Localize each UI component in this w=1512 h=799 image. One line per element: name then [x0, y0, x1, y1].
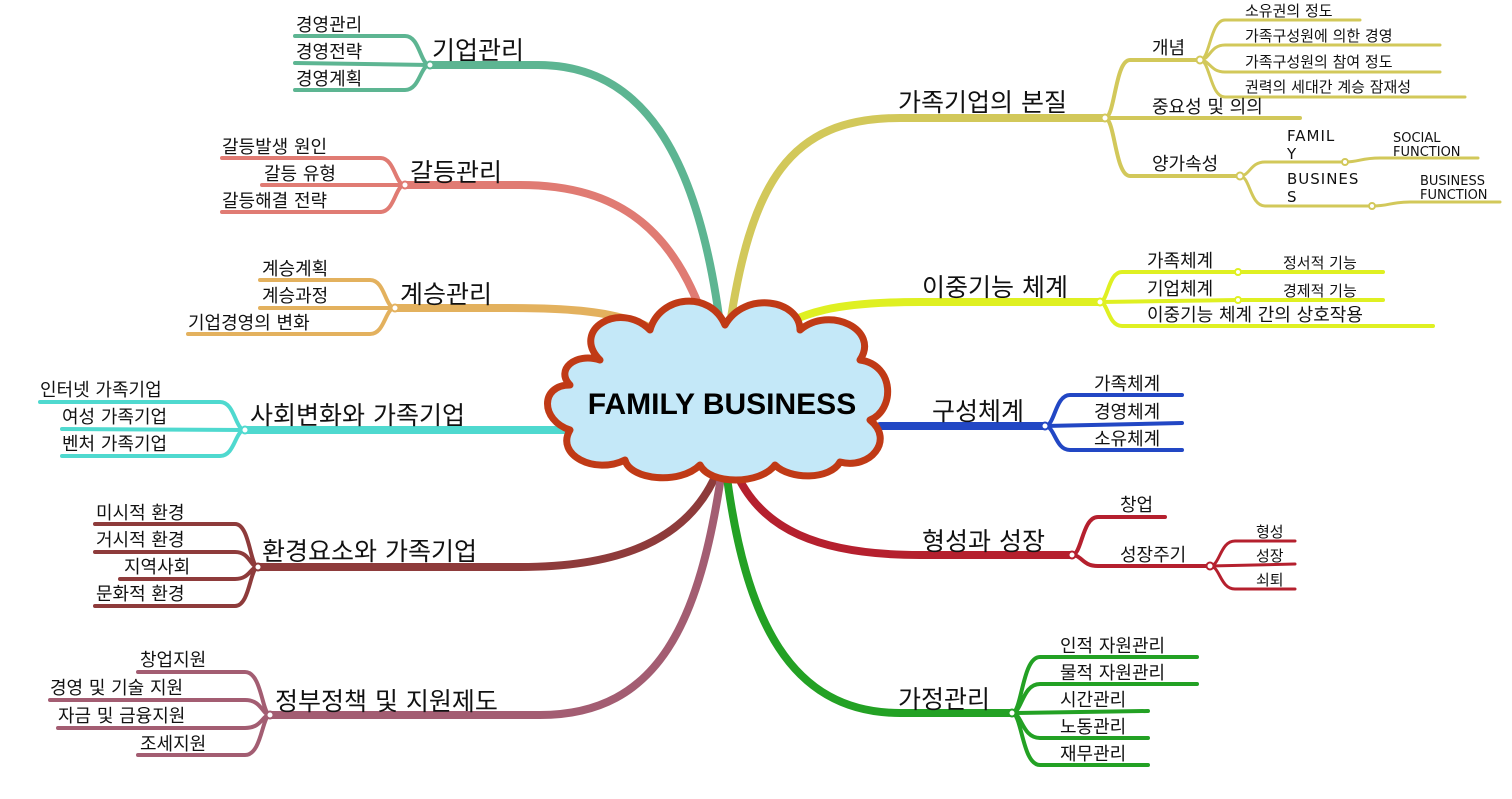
b2-child-0[interactable]: 갈등발생 원인 — [222, 137, 327, 158]
b8-sub-1[interactable]: 경제적 기능 — [1283, 282, 1357, 300]
b7-dual-0-sub-1[interactable]: FUNCTION — [1393, 145, 1461, 160]
branch-b1-label[interactable]: 기업관리 — [432, 36, 524, 65]
b2-child-2[interactable]: 갈등해결 전략 — [222, 191, 327, 212]
b2-child-1[interactable]: 갈등 유형 — [264, 164, 336, 185]
b10-sub-1[interactable]: 성장 — [1256, 547, 1284, 565]
branch-b2-label[interactable]: 갈등관리 — [410, 158, 502, 187]
b10-child-1[interactable]: 성장주기 — [1120, 545, 1186, 566]
center-label: FAMILY BUSINESS — [588, 388, 856, 421]
b8-child-2[interactable]: 이중기능 체계 간의 상호작용 — [1147, 305, 1363, 326]
b3-child-1[interactable]: 계승과정 — [262, 286, 328, 307]
b5-child-0[interactable]: 미시적 환경 — [96, 503, 185, 524]
b11-child-3[interactable]: 노동관리 — [1060, 717, 1126, 738]
b3-child-0[interactable]: 계승계획 — [262, 259, 328, 280]
b4-child-0[interactable]: 인터넷 가족기업 — [40, 380, 162, 401]
branch-b11-line — [722, 466, 1016, 717]
b1-child-1[interactable]: 경영전략 — [296, 42, 362, 63]
branch-b7-line — [724, 114, 1109, 342]
branch-b7-label[interactable]: 가족기업의 본질 — [898, 88, 1067, 117]
b10-child-0[interactable]: 창업 — [1120, 495, 1153, 516]
b8-child-1[interactable]: 기업체계 — [1147, 279, 1213, 300]
b7-dual-0-sub-0[interactable]: SOCIAL — [1393, 131, 1441, 146]
branch-b6-line — [266, 466, 726, 719]
b10-sub-2[interactable]: 쇠퇴 — [1256, 571, 1284, 589]
b7-child-1[interactable]: 중요성 및 의의 — [1152, 97, 1263, 118]
b11-child-2[interactable]: 시간관리 — [1060, 690, 1126, 711]
branch-b5-label[interactable]: 환경요소와 가족기업 — [262, 537, 477, 566]
b6-child-0[interactable]: 창업지원 — [140, 650, 206, 671]
b1-child-2[interactable]: 경영계획 — [296, 69, 362, 90]
b11-child-0[interactable]: 인적 자원관리 — [1060, 636, 1165, 657]
b5-child-2[interactable]: 지역사회 — [124, 557, 190, 578]
branch-b4-label[interactable]: 사회변화와 가족기업 — [250, 401, 465, 430]
b6-child-3[interactable]: 조세지원 — [140, 734, 206, 755]
b8-sub-0[interactable]: 정서적 기능 — [1283, 254, 1357, 272]
b7-concept-2[interactable]: 가족구성원의 참여 정도 — [1245, 53, 1393, 71]
b9-child-1[interactable]: 경영체계 — [1094, 402, 1160, 423]
branch-b8-label[interactable]: 이중기능 체계 — [922, 273, 1068, 302]
b9-child-0[interactable]: 가족체계 — [1094, 374, 1160, 395]
b5-child-3[interactable]: 문화적 환경 — [96, 584, 185, 605]
b7-dual-1-sub-1[interactable]: FUNCTION — [1420, 188, 1488, 203]
b7-concept-1[interactable]: 가족구성원에 의한 경영 — [1245, 27, 1393, 45]
b5-child-1[interactable]: 거시적 환경 — [96, 530, 185, 551]
b7-dual-1-line-0[interactable]: BUSINES — [1287, 170, 1359, 188]
branch-b11-label[interactable]: 가정관리 — [898, 685, 990, 714]
branch-b3-label[interactable]: 계승관리 — [400, 280, 492, 309]
b6-child-2[interactable]: 자금 및 금융지원 — [58, 706, 185, 727]
b6-child-1[interactable]: 경영 및 기술 지원 — [50, 678, 183, 699]
b11-child-4[interactable]: 재무관리 — [1060, 744, 1126, 765]
b1-child-0[interactable]: 경영관리 — [296, 15, 362, 36]
b7-child-2[interactable]: 양가속성 — [1152, 154, 1218, 175]
branch-b10-label[interactable]: 형성과 성장 — [922, 527, 1045, 556]
b11-child-1[interactable]: 물적 자원관리 — [1060, 663, 1165, 684]
b9-child-2[interactable]: 소유체계 — [1094, 429, 1160, 450]
b3-child-2[interactable]: 기업경영의 변화 — [188, 313, 310, 334]
branch-b5-line — [254, 466, 722, 571]
b7-concept-0[interactable]: 소유권의 정도 — [1245, 2, 1333, 20]
branch-b1-line — [426, 61, 726, 344]
b4-child-2[interactable]: 벤처 가족기업 — [62, 434, 167, 455]
b4-child-1[interactable]: 여성 가족기업 — [62, 407, 167, 428]
b8-child-0[interactable]: 가족체계 — [1147, 251, 1213, 272]
branch-b6-label[interactable]: 정부정책 및 지원제도 — [275, 687, 498, 716]
central-cloud[interactable]: FAMILY BUSINESS — [544, 297, 892, 484]
b7-concept-3[interactable]: 권력의 세대간 계승 잠재성 — [1245, 78, 1411, 96]
b7-dual-0-line-1[interactable]: Y — [1286, 145, 1297, 163]
b7-dual-1-sub-0[interactable]: BUSINESS — [1420, 174, 1485, 189]
b7-dual-1-line-1[interactable]: S — [1287, 188, 1298, 206]
branch-b10-line — [731, 466, 1076, 559]
b10-sub-0[interactable]: 형성 — [1256, 523, 1284, 541]
branch-b9-label[interactable]: 구성체계 — [932, 397, 1024, 426]
b7-child-0[interactable]: 개념 — [1152, 38, 1185, 59]
b7-dual-0-line-0[interactable]: FAMIL — [1287, 127, 1335, 145]
